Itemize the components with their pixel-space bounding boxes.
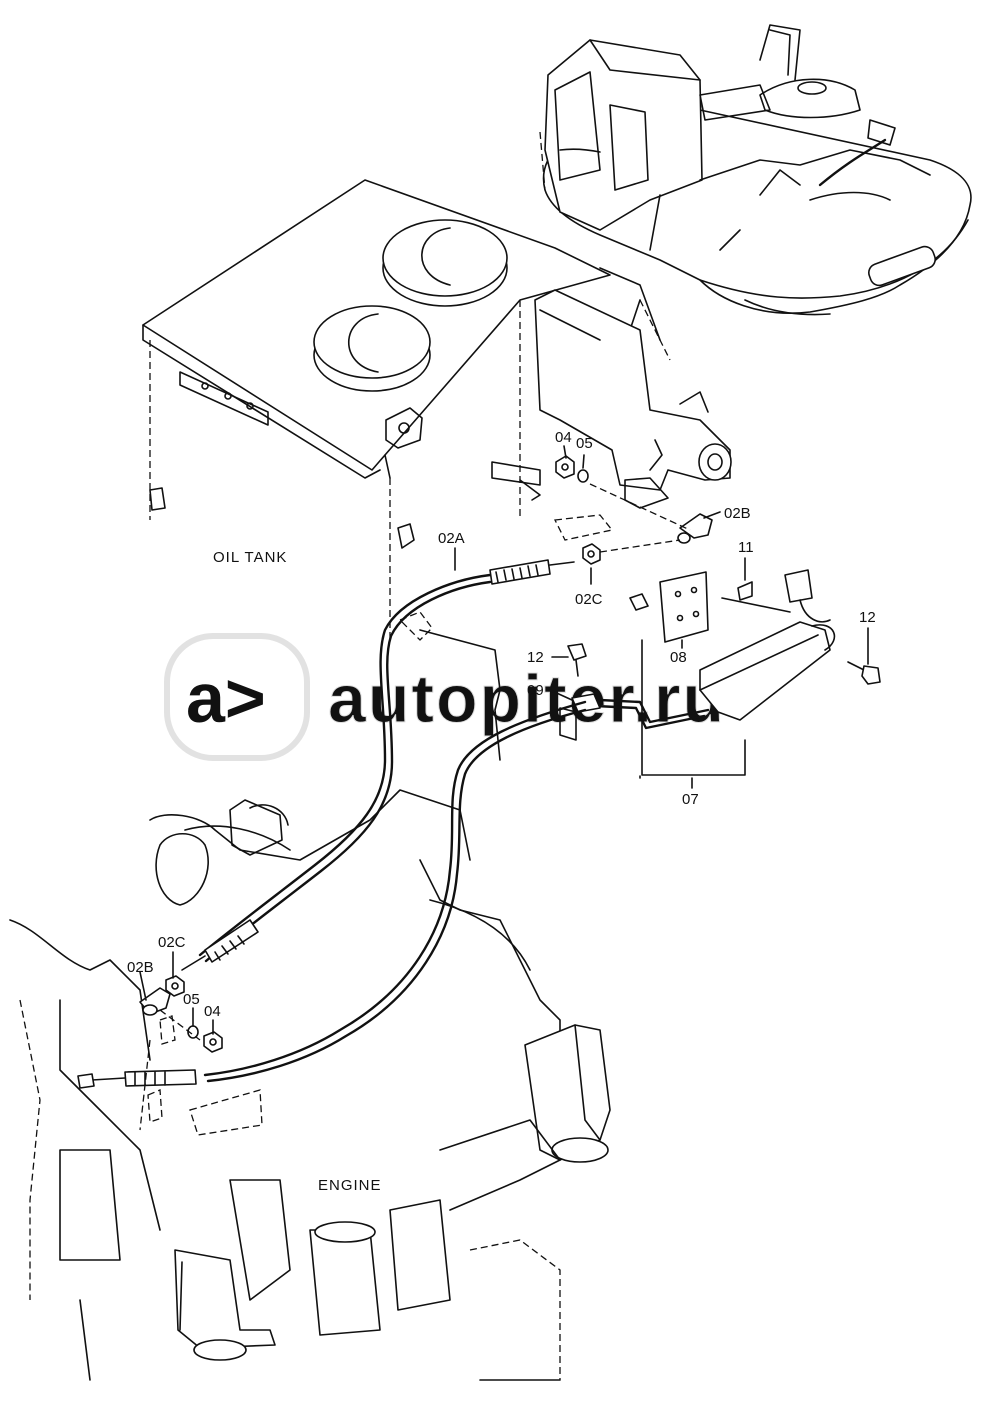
callout-02C-bottom: 02C: [158, 934, 186, 951]
bolt-12-right: [847, 661, 881, 685]
callout-12-right: 12: [859, 609, 876, 626]
callout-07: 07: [682, 791, 699, 808]
nut-04-bottom: [203, 1031, 223, 1053]
watermark-logo-glyph: a>: [186, 659, 266, 737]
cable-to-engine: [77, 700, 587, 1089]
tank-lid-rear: [382, 219, 508, 307]
callout-04-bottom: 04: [204, 1003, 221, 1020]
oil-tank: [142, 179, 671, 640]
callout-09: 09: [527, 682, 544, 699]
oil-tank-label: OIL TANK: [213, 549, 287, 566]
actuator-07: [567, 569, 881, 776]
nut-04-top: [555, 455, 575, 479]
callout-04-top: 04: [555, 429, 572, 446]
callout-08: 08: [670, 649, 687, 666]
excavator-overview: [539, 24, 972, 316]
callout-12-left: 12: [527, 649, 544, 666]
elbow-02B-bottom: [139, 987, 171, 1016]
lever-assembly: [491, 289, 732, 565]
nut-02C-bottom: [165, 975, 185, 997]
callout-02B-bottom: 02B: [127, 959, 154, 976]
nut-02C-top: [582, 543, 601, 565]
engine-label: ENGINE: [318, 1177, 382, 1194]
callout-05-bottom: 05: [183, 991, 200, 1008]
bolt-12-left: [567, 643, 587, 677]
callout-05-top: 05: [576, 435, 593, 452]
engine: [9, 611, 611, 1381]
tank-lid-front: [313, 305, 431, 392]
callout-11: 11: [738, 539, 754, 556]
bolt-12-plate: [629, 593, 649, 611]
callout-labels: 04 05 02B 02A 02C 11 12 12 08 09 07 02C …: [127, 429, 876, 1020]
callout-02B-top: 02B: [724, 505, 751, 522]
leader-lines: [139, 445, 869, 1035]
fitting-09: [571, 693, 601, 713]
washer-05-top: [577, 469, 589, 483]
callout-02C-top: 02C: [575, 591, 603, 608]
callout-02A: 02A: [438, 530, 465, 547]
elbow-02B-top: [677, 513, 713, 544]
cable-02A: [181, 559, 575, 971]
watermark-logo-frame: [164, 633, 310, 761]
